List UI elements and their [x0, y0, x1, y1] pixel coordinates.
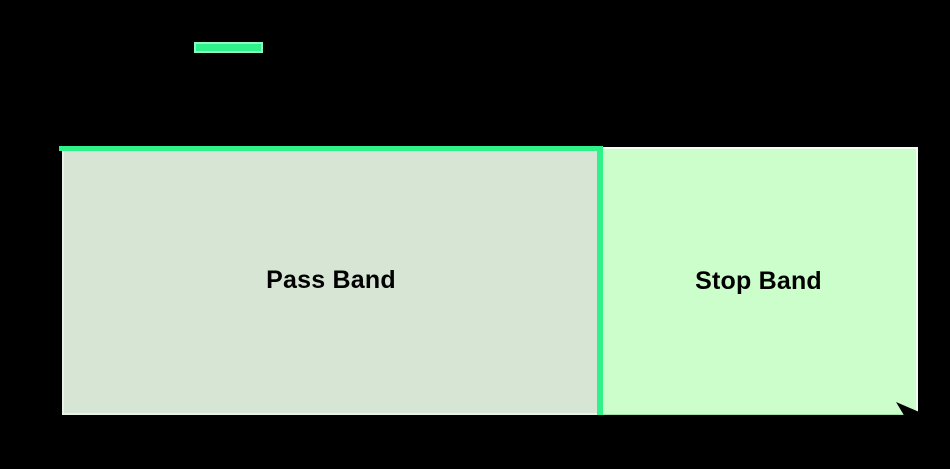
legend-line-swatch: [194, 42, 263, 53]
pass-band-region: Pass Band: [62, 147, 598, 415]
pass-band-label: Pass Band: [266, 265, 396, 294]
stop-band-label: Stop Band: [695, 267, 822, 295]
ideal-response-line-vertical: [597, 146, 603, 415]
stop-band-region: Stop Band: [601, 147, 918, 415]
ideal-response-line-horizontal: [59, 146, 602, 151]
